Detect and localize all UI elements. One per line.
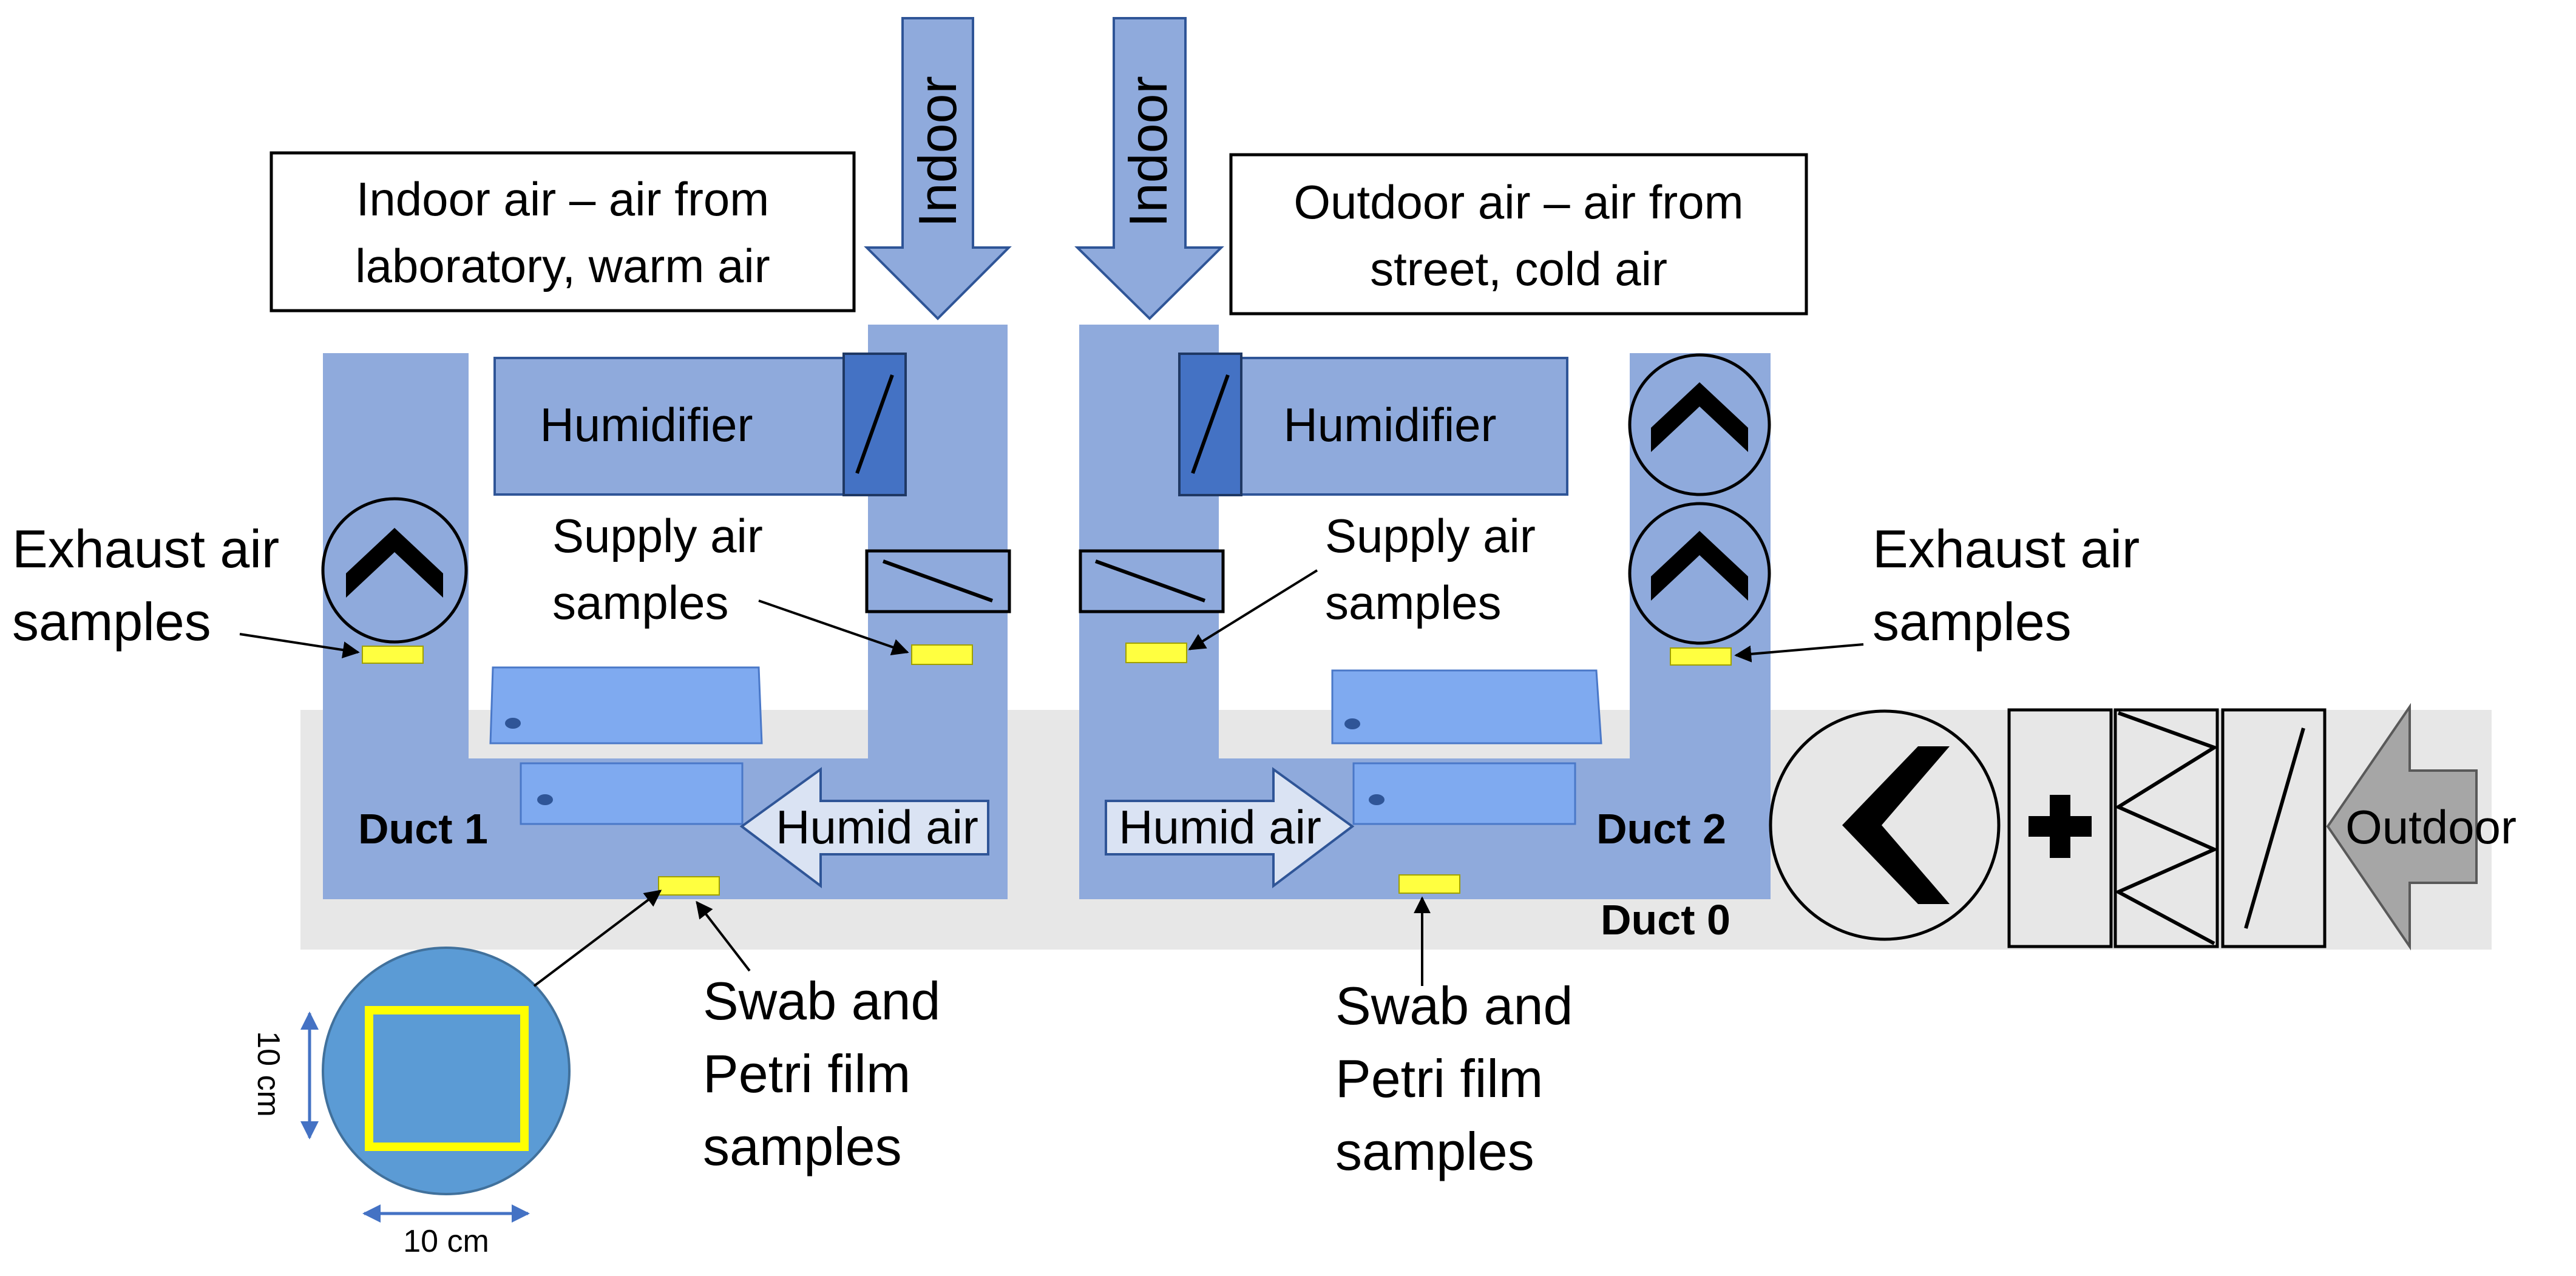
slash-icon bbox=[2244, 727, 2305, 929]
humid-panel-2-lower bbox=[1352, 762, 1576, 825]
sample-marker-swab-left bbox=[658, 876, 720, 896]
chevron-up-icon bbox=[1651, 531, 1748, 601]
fan-duct-2-bottom bbox=[1628, 502, 1771, 645]
indoor-arrow-1-label: Indoor bbox=[907, 76, 968, 228]
swab-right-line-3: samples bbox=[1335, 1121, 1534, 1181]
sample-marker-supply-left bbox=[911, 644, 973, 665]
outdoor-arrow: Outdoor bbox=[2326, 703, 2517, 951]
exhaust-right-line-2: samples bbox=[1873, 592, 2072, 652]
indoor-air-box-line-1: Indoor air – air from bbox=[356, 172, 770, 226]
exhaust-right-annotation: Exhaust air samples bbox=[1734, 519, 2140, 663]
sample-marker-swab-right bbox=[1398, 874, 1460, 894]
sample-marker-supply-right bbox=[1125, 643, 1187, 663]
fan-duct-1 bbox=[321, 497, 468, 644]
exhaust-left-annotation: Exhaust air samples bbox=[12, 519, 360, 659]
supply-damper-right bbox=[1079, 549, 1225, 613]
dim-vertical-label: 10 cm bbox=[251, 1031, 286, 1117]
indoor-arrow-2-label: Indoor bbox=[1118, 76, 1178, 228]
humid-panel-1-lower bbox=[520, 762, 744, 825]
swab-right-line-2: Petri film bbox=[1335, 1048, 1543, 1109]
humid-panel-1-upper bbox=[489, 666, 763, 744]
main-fan bbox=[1769, 709, 2001, 941]
slash-icon bbox=[1094, 559, 1206, 603]
dimension-horizontal: 10 cm bbox=[362, 1204, 530, 1259]
supply-left-annotation: Supply air samples bbox=[552, 509, 909, 655]
humidifier-2-label: Humidifier bbox=[1283, 398, 1496, 451]
duct-1-label: Duct 1 bbox=[358, 805, 488, 852]
swab-right-annotation: Swab and Petri film samples bbox=[1335, 896, 1573, 1181]
supply-right-line-2: samples bbox=[1325, 576, 1501, 629]
chevron-left-icon bbox=[1842, 746, 1950, 904]
damper-humidifier-2 bbox=[1178, 353, 1242, 496]
indoor-arrow-2: Indoor bbox=[1074, 17, 1224, 320]
supply-right-annotation: Supply air samples bbox=[1188, 509, 1536, 650]
outdoor-air-box-line-2: street, cold air bbox=[1370, 242, 1667, 295]
swab-sample-inset bbox=[322, 889, 662, 1195]
duct-2-label: Duct 2 bbox=[1596, 805, 1726, 852]
supply-left-line-1: Supply air bbox=[552, 509, 763, 562]
indoor-air-box: Indoor air – air from laboratory, warm a… bbox=[269, 151, 856, 312]
outdoor-damper-box bbox=[2221, 708, 2327, 948]
humid-air-arrow-right: Humid air bbox=[1105, 767, 1355, 889]
outdoor-arrow-label: Outdoor bbox=[2345, 800, 2517, 854]
humidifier-1-label: Humidifier bbox=[540, 398, 753, 451]
humidifier-1: Humidifier bbox=[493, 357, 845, 496]
supply-right-line-1: Supply air bbox=[1325, 509, 1536, 562]
fan-duct-2-top bbox=[1628, 353, 1771, 496]
sample-marker-exhaust-left bbox=[362, 646, 424, 664]
humid-air-left-label: Humid air bbox=[776, 800, 978, 854]
swab-left-annotation: Swab and Petri film samples bbox=[696, 900, 940, 1176]
humid-panel-2-upper bbox=[1331, 669, 1602, 744]
exhaust-left-line-2: samples bbox=[12, 592, 211, 652]
swab-right-line-1: Swab and bbox=[1335, 976, 1573, 1036]
swab-left-line-1: Swab and bbox=[703, 971, 940, 1031]
supply-left-line-2: samples bbox=[552, 576, 728, 629]
outdoor-air-box: Outdoor air – air from street, cold air bbox=[1229, 153, 1808, 316]
outdoor-air-box-line-1: Outdoor air – air from bbox=[1293, 175, 1743, 229]
supply-damper-left bbox=[865, 549, 1011, 613]
duct-0-label: Duct 0 bbox=[1601, 896, 1730, 943]
slash-icon bbox=[882, 559, 994, 603]
humid-air-arrow-left: Humid air bbox=[739, 767, 989, 889]
humidifier-2: Humidifier bbox=[1237, 357, 1568, 496]
exhaust-left-line-1: Exhaust air bbox=[12, 519, 279, 579]
zigzag-icon bbox=[2114, 711, 2219, 945]
sample-marker-exhaust-right bbox=[1670, 647, 1732, 666]
chevron-up-icon bbox=[1651, 382, 1748, 452]
exhaust-right-line-1: Exhaust air bbox=[1873, 519, 2140, 579]
swab-left-line-2: Petri film bbox=[703, 1044, 910, 1104]
humid-air-right-label: Humid air bbox=[1119, 800, 1321, 854]
slash-icon bbox=[855, 374, 894, 474]
dim-horizontal-label: 10 cm bbox=[403, 1224, 489, 1259]
chevron-up-icon bbox=[346, 528, 443, 598]
damper-humidifier-1 bbox=[842, 353, 907, 496]
slash-icon bbox=[1191, 374, 1230, 474]
filter-box bbox=[2113, 708, 2219, 948]
plus-icon bbox=[2029, 795, 2092, 858]
dimension-vertical: 10 cm bbox=[251, 1011, 319, 1139]
swab-left-line-3: samples bbox=[703, 1116, 902, 1176]
heater-box bbox=[2007, 708, 2113, 948]
indoor-air-box-line-2: laboratory, warm air bbox=[355, 239, 770, 292]
indoor-arrow-1: Indoor bbox=[864, 17, 1012, 320]
